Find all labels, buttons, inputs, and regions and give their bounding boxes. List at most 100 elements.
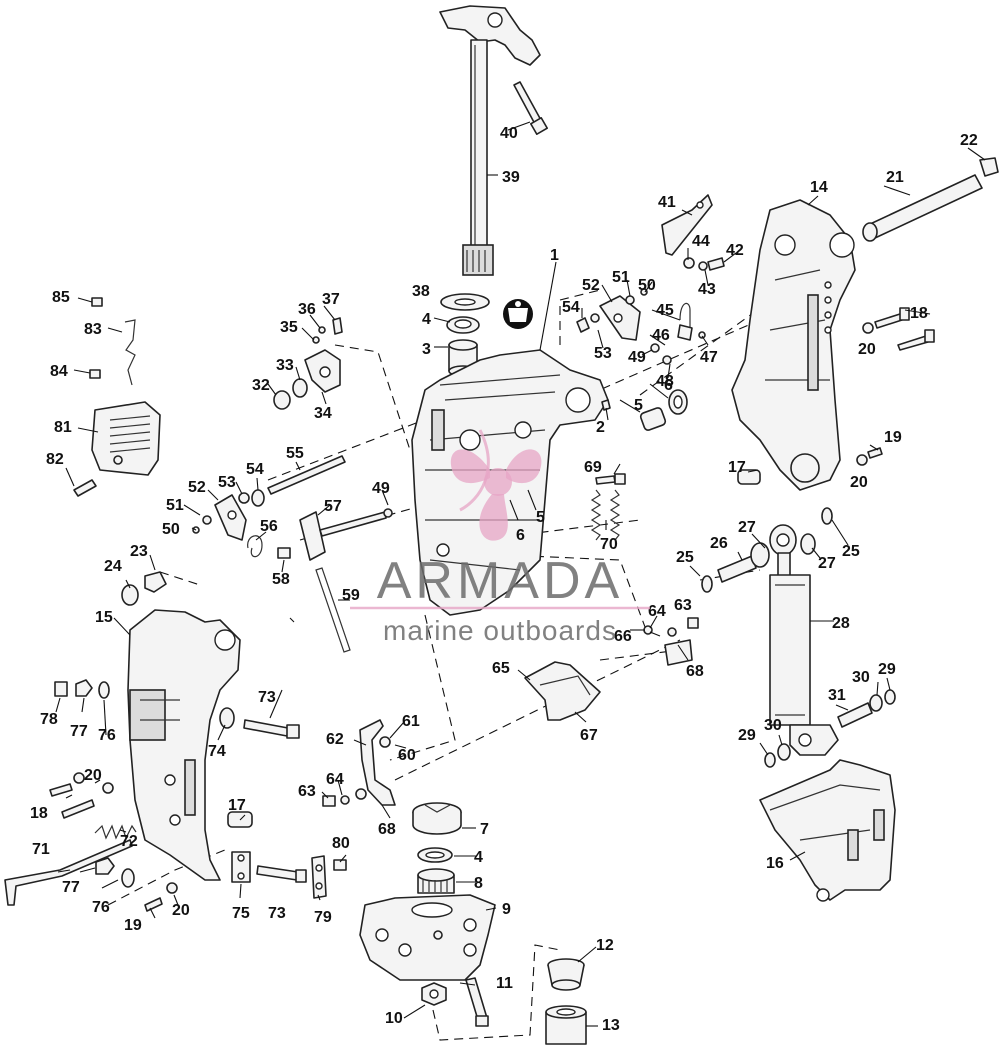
callout-66: 66 (614, 628, 632, 645)
rod-55 (267, 455, 346, 495)
callout-28: 28 (832, 615, 850, 632)
callout-53-left: 53 (218, 474, 236, 491)
callout-20-left-upper: 20 (84, 767, 102, 784)
callout-76-lower: 76 (92, 899, 110, 916)
callout-59: 59 (342, 587, 360, 604)
callout-50-upper: 50 (638, 277, 656, 294)
callout-29-right: 29 (878, 661, 896, 678)
cover-81 (73, 401, 161, 497)
callout-52-upper: 52 (582, 277, 600, 294)
release-lever (322, 719, 396, 807)
callout-63-left: 63 (298, 783, 316, 800)
bolts-right (856, 307, 935, 466)
pin-right (737, 469, 761, 485)
callout-4-lower: 4 (474, 849, 483, 866)
callout-5-center: 5 (536, 509, 545, 526)
bolt-73-upper (219, 707, 300, 739)
callout-73-lower: 73 (268, 905, 286, 922)
callout-49-upper: 49 (628, 349, 646, 366)
callout-72: 72 (120, 833, 138, 850)
callout-18-left: 18 (30, 805, 48, 822)
callout-71: 71 (32, 841, 50, 858)
callout-15: 15 (95, 609, 113, 626)
callout-64-left: 64 (326, 771, 344, 788)
bracket-83 (89, 297, 136, 386)
callout-5-right: 5 (634, 397, 643, 414)
callout-20-left-lower: 20 (172, 902, 190, 919)
callout-7: 7 (480, 821, 489, 838)
callout-9: 9 (502, 901, 511, 918)
callout-12: 12 (596, 937, 614, 954)
callout-11: 11 (496, 975, 513, 992)
callout-47: 47 (700, 349, 718, 366)
callout-46: 46 (652, 327, 670, 344)
callout-6-right: 6 (664, 377, 673, 394)
cylinder-upper-pin (701, 507, 833, 593)
callout-61: 61 (402, 713, 420, 730)
callout-4: 4 (422, 311, 431, 328)
bushings-right (601, 389, 688, 431)
callout-2: 2 (596, 419, 605, 436)
callout-14: 14 (810, 179, 828, 196)
callout-62: 62 (326, 731, 344, 748)
callout-38: 38 (412, 283, 430, 300)
callout-34: 34 (314, 405, 332, 422)
callout-68-right: 68 (686, 663, 704, 680)
bushings-12-13 (545, 958, 587, 1045)
lower-bearing-stack (412, 802, 462, 894)
trim-tab-linkage (650, 194, 725, 365)
callout-50-left: 50 (162, 521, 180, 538)
callout-44: 44 (692, 233, 710, 250)
callout-77-upper: 77 (70, 723, 88, 740)
callout-8: 8 (474, 875, 483, 892)
lower-left-hardware (95, 857, 178, 912)
callout-41: 41 (658, 194, 676, 211)
callout-55: 55 (286, 445, 304, 462)
callout-73-upper: 73 (258, 689, 276, 706)
watermark-brand: ARMADA (377, 552, 623, 610)
callout-58: 58 (272, 571, 290, 588)
callout-36: 36 (298, 301, 316, 318)
nuts-23-24 (121, 571, 167, 606)
swivel-shaft-assembly (439, 5, 548, 276)
callout-40: 40 (500, 125, 518, 142)
callout-27-lower: 27 (818, 555, 836, 572)
callout-80: 80 (332, 835, 350, 852)
callout-20-right-lower: 20 (850, 474, 868, 491)
transom-bracket-right (731, 199, 856, 491)
callout-68-left: 68 (378, 821, 396, 838)
tilt-tube (862, 157, 999, 242)
callout-25-right: 25 (842, 543, 860, 560)
callout-3: 3 (422, 341, 431, 358)
callout-19-left: 19 (124, 917, 142, 934)
nut-10-bolt-11 (421, 977, 489, 1027)
callout-33: 33 (276, 357, 294, 374)
callout-31: 31 (828, 687, 846, 704)
bolts-left (49, 772, 114, 819)
callout-57: 57 (324, 498, 342, 515)
grease-symbol-icon (503, 299, 533, 329)
callout-32: 32 (252, 377, 270, 394)
callout-85: 85 (52, 289, 70, 306)
callout-70: 70 (600, 536, 618, 553)
callout-10: 10 (385, 1010, 403, 1027)
lower-plate-hardware (231, 851, 347, 899)
callout-24: 24 (104, 558, 122, 575)
callout-19-right: 19 (884, 429, 902, 446)
callout-84: 84 (50, 363, 68, 380)
callout-77-lower: 77 (62, 879, 80, 896)
callout-54-upper: 54 (562, 299, 580, 316)
callout-56: 56 (260, 518, 278, 535)
tilt-springs (590, 473, 626, 541)
tilt-cylinder (769, 524, 839, 756)
callout-76-upper: 76 (98, 727, 116, 744)
callout-53-upper: 53 (594, 345, 612, 362)
callout-78: 78 (40, 711, 58, 728)
callout-labels: 1 2 3 4 5 6 6 5 7 4 8 9 10 11 12 13 14 1… (30, 125, 978, 1034)
callout-48: 48 (656, 373, 674, 390)
callout-30-left: 30 (764, 717, 782, 734)
callout-20-right-upper: 20 (858, 341, 876, 358)
callout-25-left: 25 (676, 549, 694, 566)
callout-18-right: 18 (910, 305, 928, 322)
callout-27-upper: 27 (738, 519, 756, 536)
